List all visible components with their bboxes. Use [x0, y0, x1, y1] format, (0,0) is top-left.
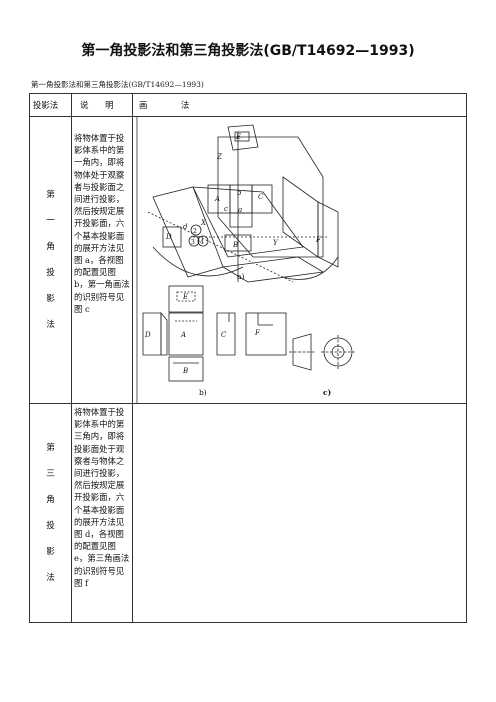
figure-a-planes: [147, 132, 339, 283]
method-char: 一: [46, 216, 55, 226]
figure-a-label-C: C: [258, 193, 264, 201]
figure-a-label-a: a: [238, 206, 242, 214]
figure-a-label-F: F: [315, 236, 322, 244]
view-label-C: C: [221, 331, 227, 339]
drawing-third-angle: [132, 403, 467, 623]
figure-c-symbol: [289, 333, 355, 371]
header-method: 投影法: [29, 93, 72, 117]
figure-c-caption: c): [323, 388, 331, 397]
description-text: 将物体置于投影体系中的第三角内，即将投影面处于观察者与物体之间进行投影，然后按规…: [74, 407, 130, 588]
figure-a-label-X: X: [200, 219, 207, 227]
page-subtitle: 第一角投影法和第三角投影法(GB/T14692—1993): [31, 80, 204, 89]
figure-b-labels: E D A C F B b): [144, 293, 261, 397]
figure-a-label-d: d: [183, 223, 188, 231]
description-third-angle: 将物体置于投影体系中的第三角内，即将投影面处于观察者与物体之间进行投影，然后按规…: [71, 403, 133, 623]
method-name-first-angle: 第 一 角 投 影 法: [29, 116, 72, 404]
header-drawing: 画 法: [132, 93, 467, 117]
figure-a-marker-4: 4: [200, 239, 204, 246]
view-label-E: E: [182, 293, 188, 301]
table-row-first-angle: 第 一 角 投 影 法 将物体置于投影体系中的第一角内，即将物体处于观察者与投影…: [29, 116, 467, 404]
header-description: 说 明: [71, 93, 133, 117]
figure-a-top-view: [227, 124, 259, 151]
table-header-row: 投影法 说 明 画 法: [29, 93, 467, 117]
figure-a-circled-markers: [188, 224, 209, 247]
figure-a-label-c: c: [224, 205, 228, 213]
projection-table: 投影法 说 明 画 法 第 一 角 投 影 法 将物体置于投影体系中的第一角内，…: [29, 93, 467, 623]
method-char: 投: [46, 521, 55, 531]
figure-a-marker-2: 2: [193, 228, 197, 235]
figure-a-marker-3: 3: [191, 239, 195, 246]
method-char: 第: [46, 443, 55, 453]
method-name-third-angle: 第 三 角 投 影 法: [29, 403, 72, 623]
figure-a-label-Z: Z: [216, 153, 222, 161]
view-label-F: F: [254, 329, 261, 337]
view-label-A: A: [180, 331, 186, 339]
figure-a-label-B: B: [232, 241, 238, 249]
method-char: 影: [46, 294, 55, 304]
figure-a-label-D: D: [165, 233, 172, 241]
view-label-B: B: [182, 367, 188, 375]
method-char: 法: [46, 573, 55, 583]
figure-a-label-Y: Y: [273, 239, 279, 247]
method-char: 投: [46, 268, 55, 278]
method-char: 第: [46, 190, 55, 200]
method-char: 法: [46, 320, 55, 330]
view-label-D: D: [144, 331, 151, 339]
figure-a-label-A: A: [214, 195, 220, 203]
figure-a-box: [162, 184, 273, 252]
first-angle-figure: E Z A b C c a D d B Y F X 2 3 4 a): [136, 117, 355, 403]
figure-b-caption: b): [199, 388, 207, 397]
method-char: 角: [46, 242, 55, 252]
method-char: 三: [46, 469, 55, 479]
figure-a-label-E: E: [235, 133, 241, 141]
method-char: 角: [46, 495, 55, 505]
description-text: 将物体置于投影体系中的第一角内，即将物体处于观察者与投影面之间进行投影，然后按规…: [74, 133, 130, 314]
description-first-angle: 将物体置于投影体系中的第一角内，即将物体处于观察者与投影面之间进行投影，然后按规…: [71, 116, 133, 404]
table-row-third-angle: 第 三 角 投 影 法 将物体置于投影体系中的第三角内，即将投影面处于观察者与物…: [29, 403, 467, 623]
figure-a-labels: E Z A b C c a D d B Y F X 2 3 4 a): [165, 133, 322, 281]
method-char: 影: [46, 547, 55, 557]
figure-b-views: [142, 285, 287, 382]
drawing-first-angle: E Z A b C c a D d B Y F X 2 3 4 a): [132, 116, 467, 404]
page-title: 第一角投影法和第三角投影法(GB/T14692—1993): [81, 43, 415, 59]
figure-a-label-b: b: [237, 189, 242, 197]
figure-a-caption: a): [237, 272, 244, 281]
